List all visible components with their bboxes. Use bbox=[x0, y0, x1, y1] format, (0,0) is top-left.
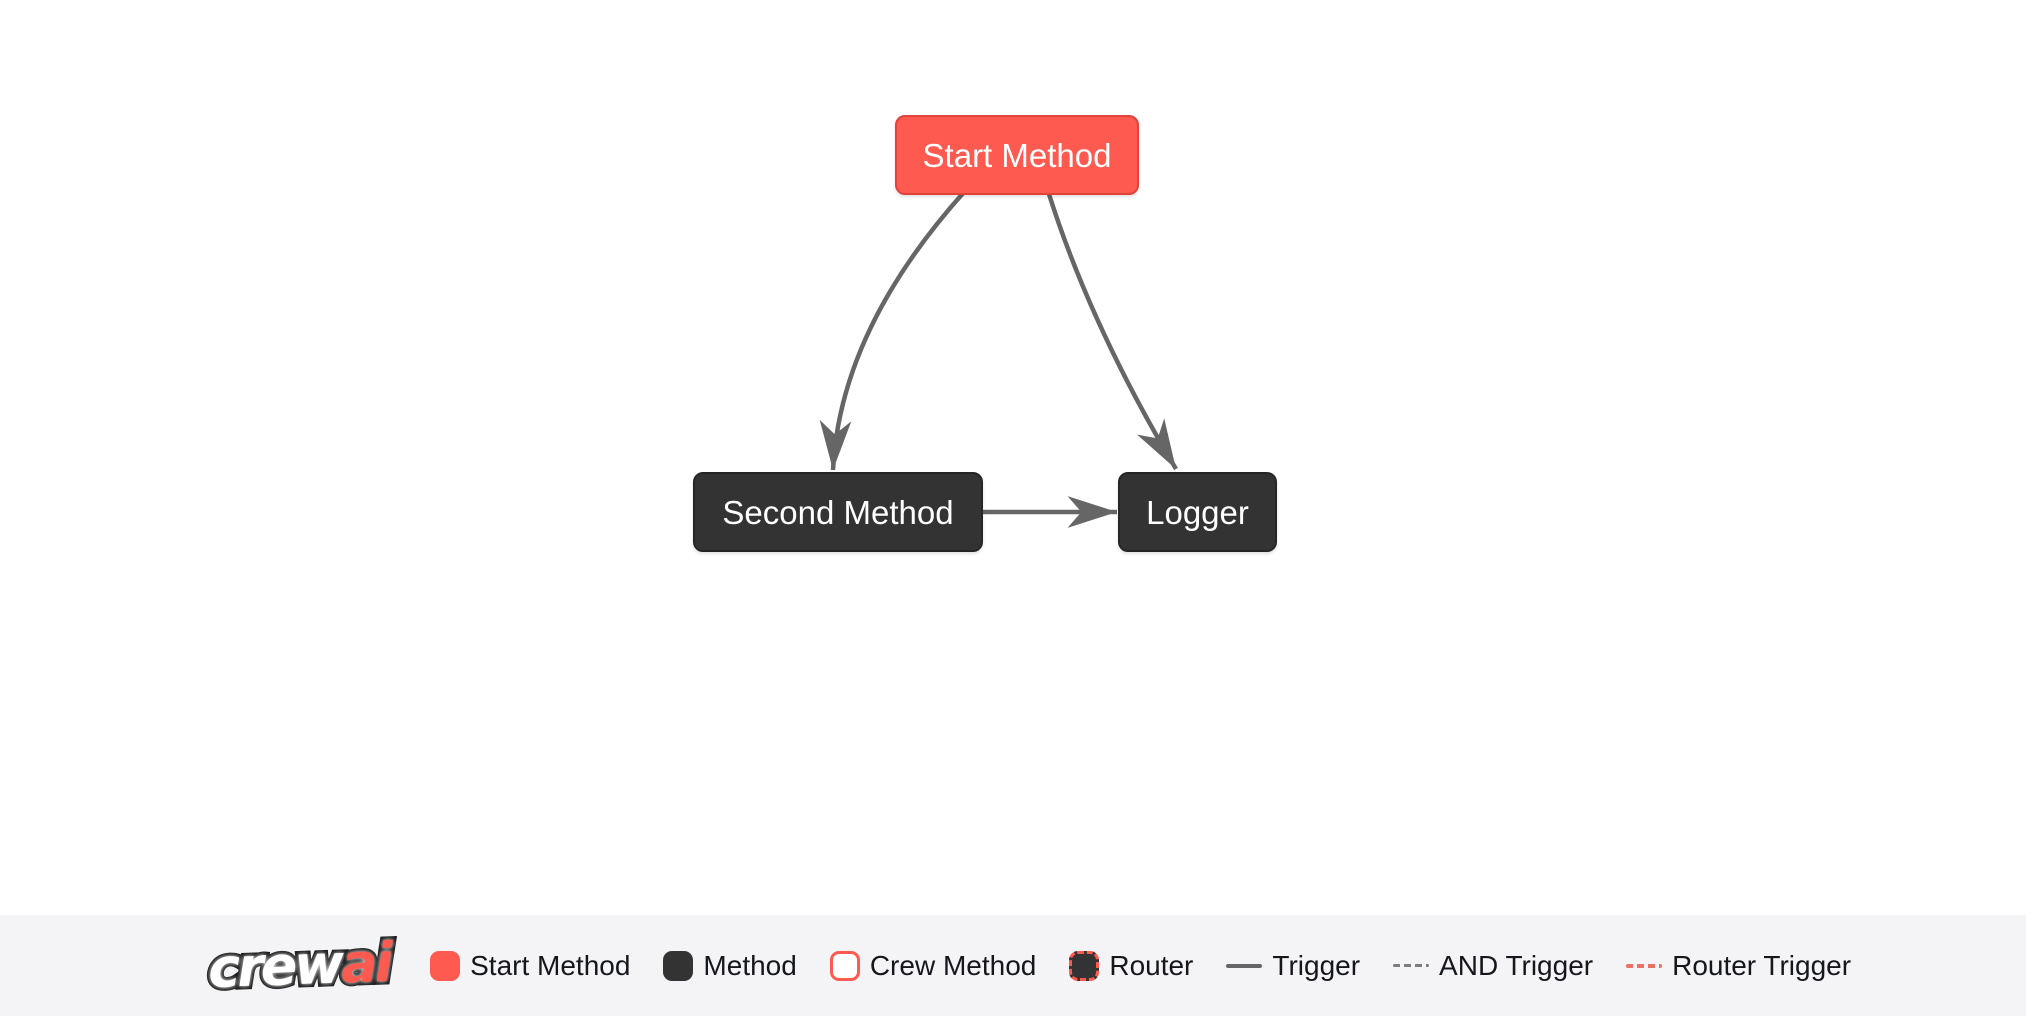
legend-label: Start Method bbox=[470, 949, 631, 981]
legend-item-router-trigger: Router Trigger bbox=[1626, 950, 1851, 982]
crew-method-swatch bbox=[829, 950, 860, 981]
node-start-method[interactable]: Start Method bbox=[895, 115, 1139, 195]
node-logger[interactable]: Logger bbox=[1118, 472, 1277, 552]
start-method-swatch bbox=[430, 950, 461, 981]
trigger-line-swatch bbox=[1226, 963, 1263, 968]
flow-canvas[interactable]: Start Method Second Method Logger bbox=[0, 0, 2026, 915]
legend-bar: crewai Start Method Method Crew Method R… bbox=[0, 915, 2026, 1016]
legend-label: Crew Method bbox=[869, 949, 1037, 981]
legend-item-and-trigger: AND Trigger bbox=[1393, 950, 1593, 982]
and-trigger-line-swatch bbox=[1393, 964, 1430, 967]
node-second-method[interactable]: Second Method bbox=[693, 472, 983, 552]
edges-layer bbox=[819, 189, 1178, 528]
legend-item-start-method: Start Method bbox=[430, 950, 630, 982]
legend-item-method: Method bbox=[663, 949, 797, 982]
legend-item-trigger: Trigger bbox=[1226, 950, 1360, 982]
method-swatch bbox=[663, 950, 694, 981]
crewai-logo: crewai bbox=[203, 927, 395, 1004]
legend-label: Router Trigger bbox=[1672, 949, 1852, 981]
crewai-logo-crew: crew bbox=[203, 929, 345, 1004]
legend-label: Trigger bbox=[1272, 949, 1361, 981]
edge-start-to-second-method bbox=[819, 189, 967, 471]
crewai-logo-ai: ai bbox=[337, 927, 395, 999]
legend-item-crew-method: Crew Method bbox=[829, 949, 1037, 982]
router-trigger-line-swatch bbox=[1626, 963, 1663, 968]
edge-start-to-logger bbox=[1045, 190, 1178, 471]
router-swatch bbox=[1069, 950, 1100, 981]
legend-label: Router bbox=[1109, 949, 1194, 981]
legend-label: Method bbox=[703, 949, 797, 981]
legend-label: AND Trigger bbox=[1439, 949, 1594, 981]
legend-item-router: Router bbox=[1069, 950, 1193, 982]
